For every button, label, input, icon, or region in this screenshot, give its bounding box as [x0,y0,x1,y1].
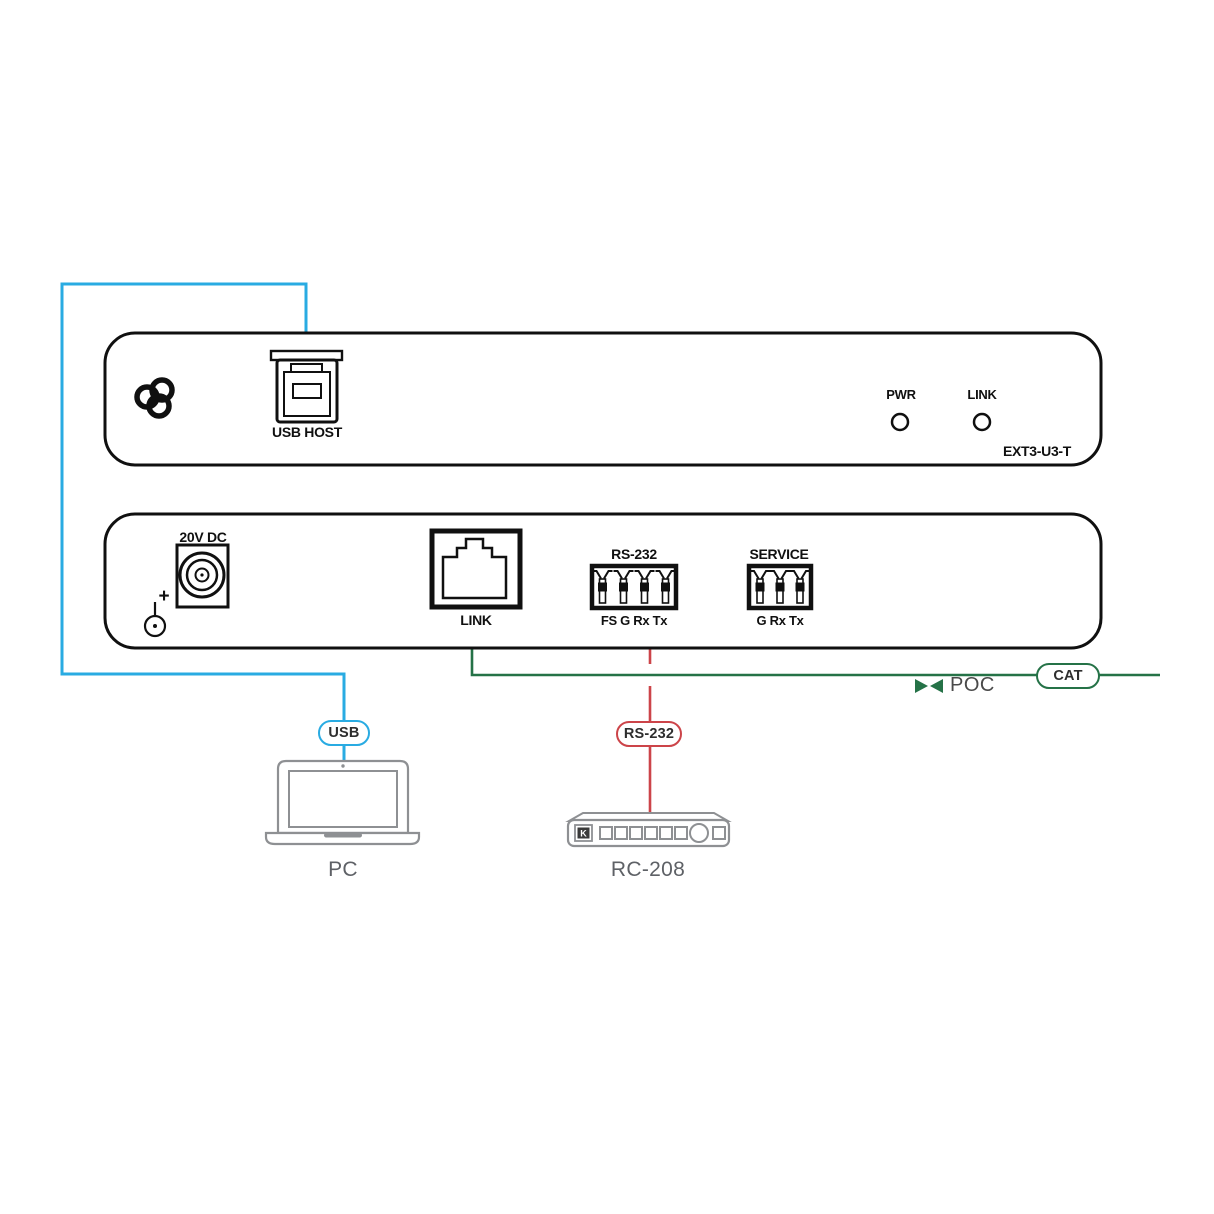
usb-cable-line [60,282,346,762]
cat-cable-tag: CAT [1036,663,1100,689]
webcam-dot [341,764,345,768]
link-led-label: LINK [967,387,997,402]
rj45-port-icon [429,528,523,610]
rc208-device-icon: K [565,812,732,848]
usb-host-port-label: USB HOST [272,424,342,440]
rc208-buttons [599,823,726,843]
pc-label: PC [328,858,358,881]
model-label: EXT3-U3-T [1002,443,1072,459]
usb-b-port-icon [269,349,344,424]
rs232-pins-label: FS G Rx Tx [600,613,668,628]
front-panel [103,331,1103,467]
rc208-kramer-logo-icon: K [574,824,593,842]
poc-arrows-icon [915,679,943,693]
rc208-label: RC-208 [610,858,686,881]
link-port-label: LINK [460,612,492,628]
rs232-port-label: RS-232 [611,546,657,562]
service-port-label: SERVICE [749,546,809,562]
polarity-plus-label: + [158,586,170,607]
usb-cable-tag: USB [318,720,370,746]
rear-panel [103,512,1103,650]
service-pins-label: G Rx Tx [756,613,804,628]
power-input-label: 20V DC [179,529,227,545]
rs232-cable-tag: RS-232 [616,721,682,747]
pwr-led-label: PWR [886,387,916,402]
poc-label: POC [950,674,995,696]
rs232-terminal-icon [589,563,679,611]
laptop-icon [264,759,421,846]
pwr-led-icon [890,412,910,432]
rc208-logo-letter: K [580,829,587,839]
service-terminal-icon [746,563,814,611]
dc-jack-icon [175,543,230,609]
polarity-icon [143,602,167,638]
rc208-knob [689,823,709,843]
link-led-icon [972,412,992,432]
kramer-logo-icon [134,377,175,419]
